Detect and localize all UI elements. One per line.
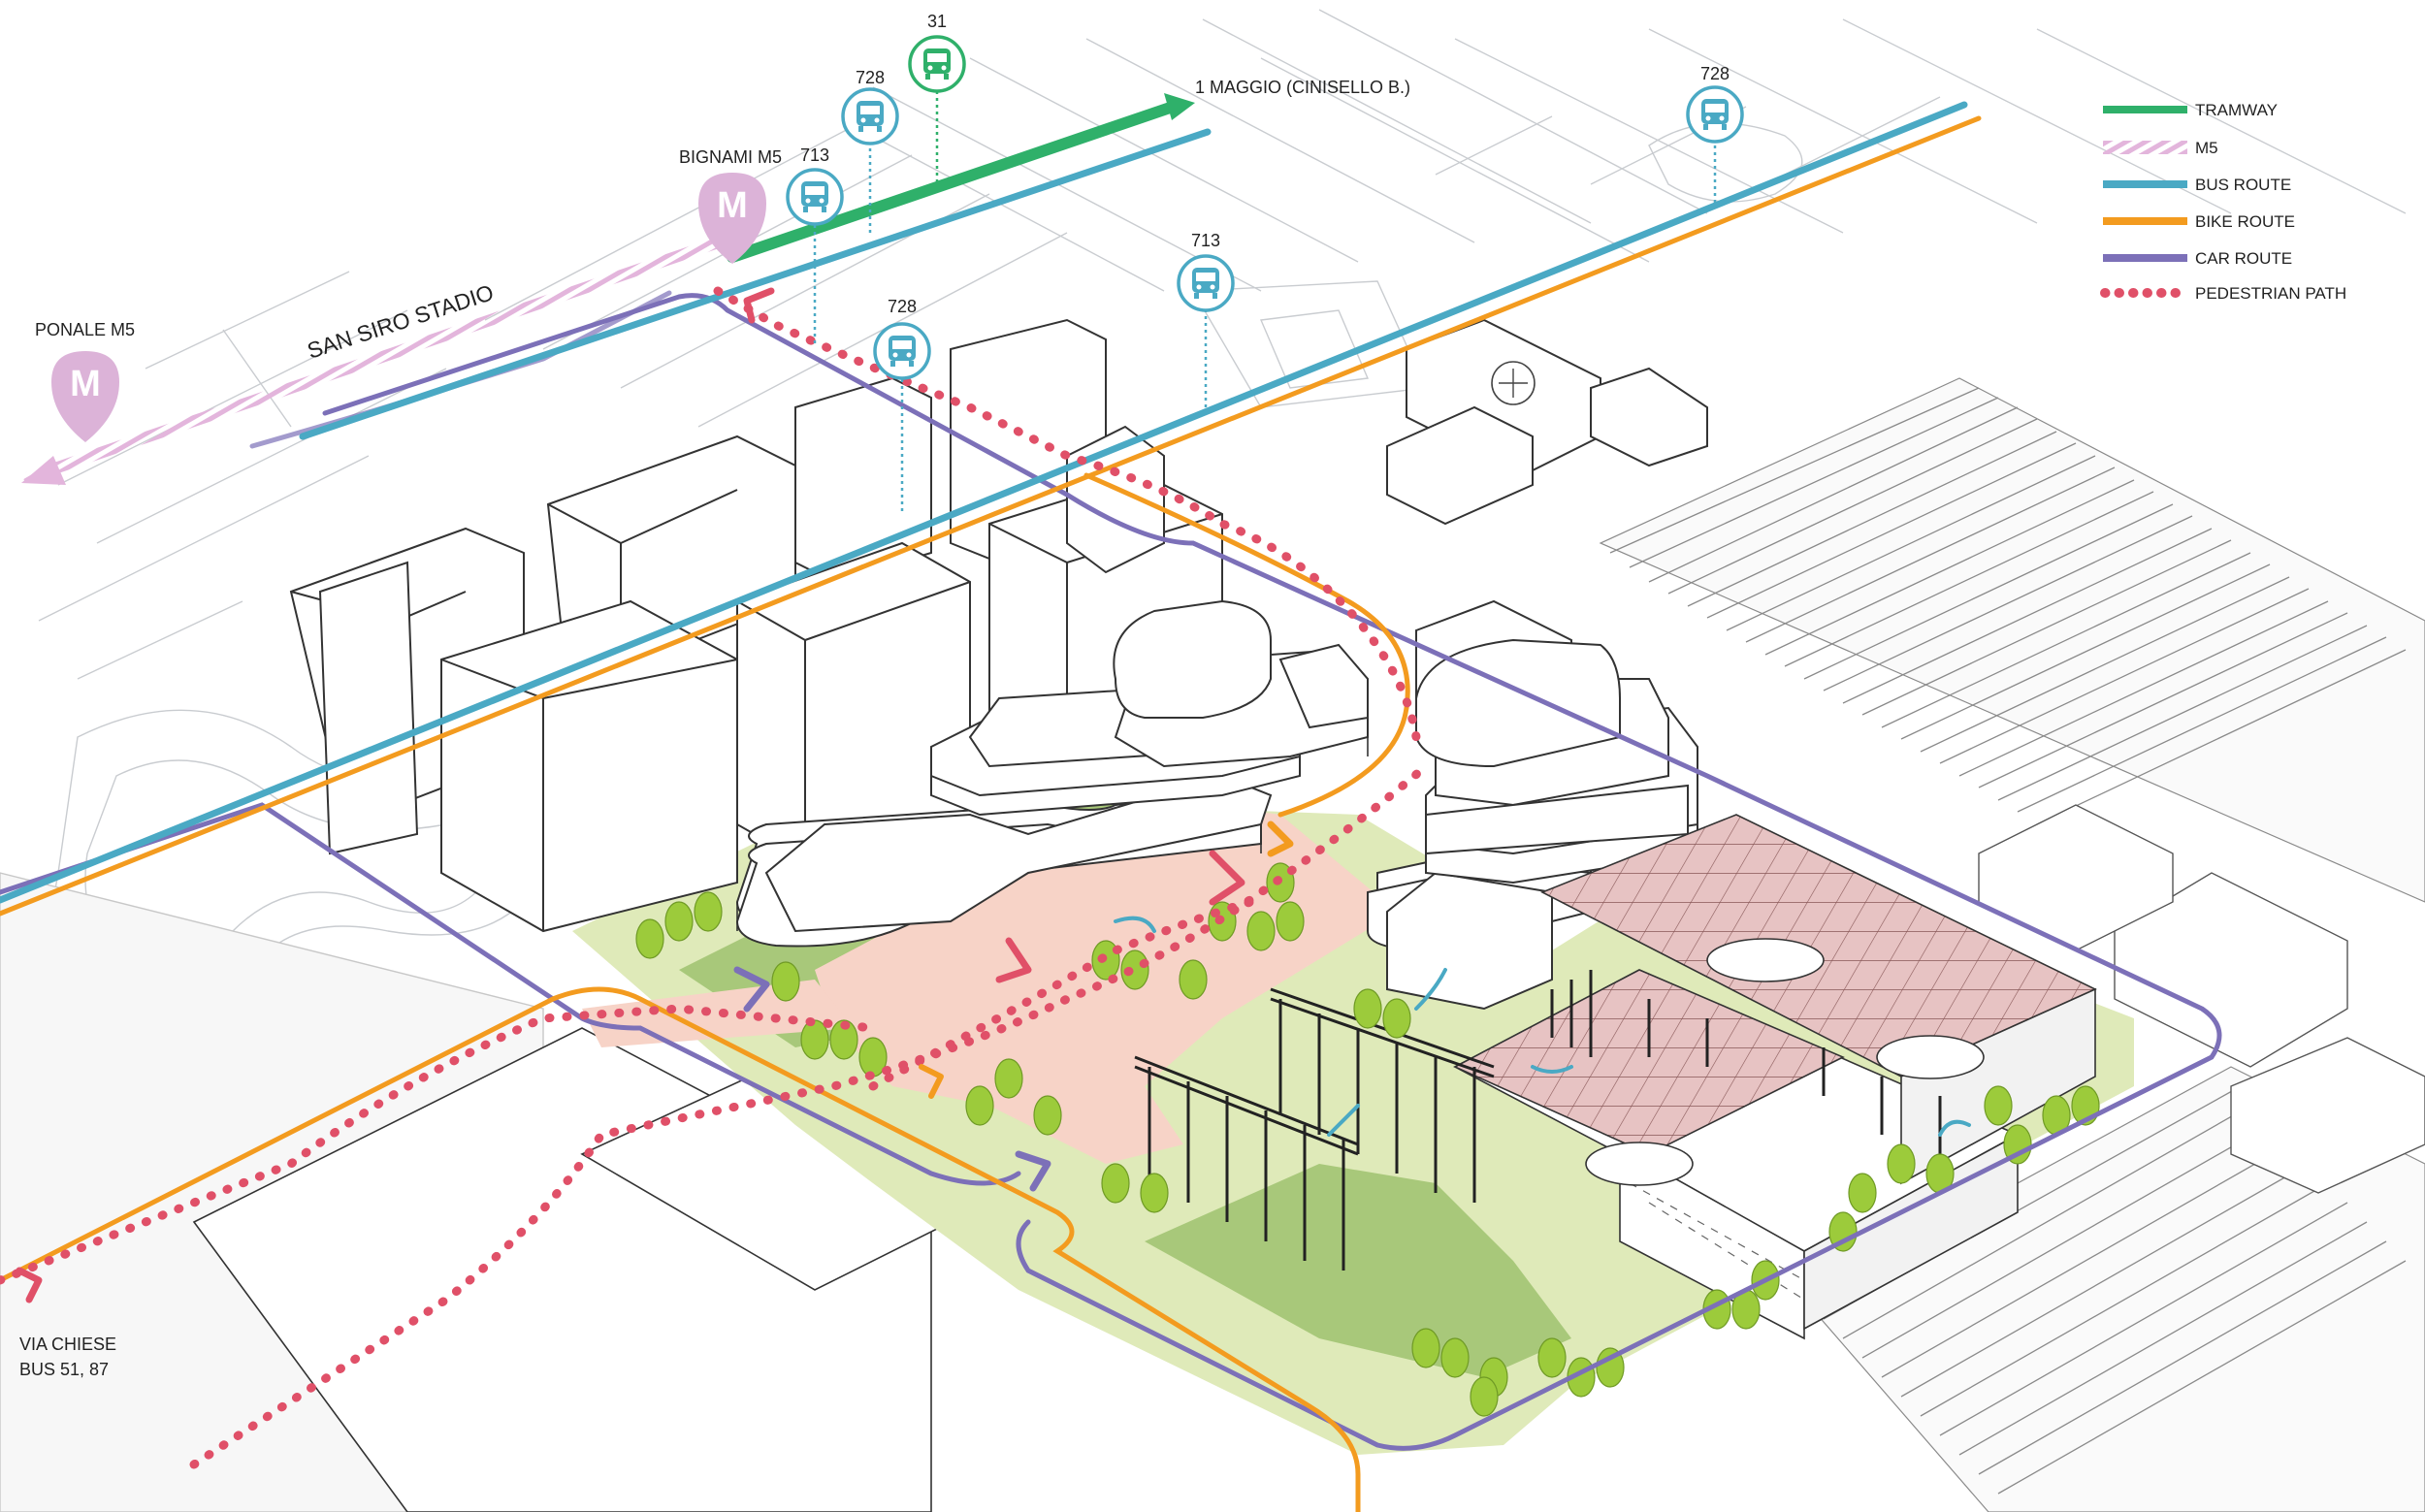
- rail-depot-sheds: [1599, 377, 2425, 1512]
- pedestrian-path-diagonal: [189, 761, 1431, 1469]
- stop-bus-728-b[interactable]: 728: [873, 297, 931, 380]
- legend-item-pedestrian-path: PEDESTRIAN PATH: [2100, 284, 2346, 303]
- legend-item-bus-route: BUS ROUTE: [2103, 176, 2291, 194]
- svg-text:713: 713: [1191, 231, 1220, 250]
- route-network: [0, 93, 2222, 1512]
- label-via-chiese: VIA CHIESE: [19, 1335, 116, 1354]
- metro-letter: M: [70, 364, 101, 404]
- label-bignami: BIGNAMI M5: [679, 147, 782, 167]
- pedestrian-path-branch: [868, 897, 1256, 1091]
- svg-text:728: 728: [1700, 64, 1730, 83]
- svg-text:BIKE ROUTE: BIKE ROUTE: [2195, 212, 2295, 231]
- car-route-north: [322, 293, 2222, 1451]
- svg-text:728: 728: [856, 68, 885, 87]
- stacked-office-complex: [735, 599, 1369, 948]
- svg-text:728: 728: [888, 297, 917, 316]
- m5-arrow: [21, 456, 66, 485]
- legend-item-m5: M5: [2103, 139, 2218, 157]
- tramway-arrow: [1164, 93, 1195, 120]
- bus-route: [299, 128, 1212, 440]
- metro-pin-bignami[interactable]: M: [698, 173, 766, 264]
- stop-bus-713-a[interactable]: 713: [786, 145, 844, 226]
- legend: TRAMWAY M5 BUS ROUTE BIKE ROUTE CAR ROUT…: [2100, 101, 2346, 303]
- bus-icon: [889, 336, 916, 367]
- legend-item-tramway: TRAMWAY: [2103, 101, 2278, 119]
- metro-letter: M: [717, 185, 748, 226]
- metro-pin-ponale[interactable]: M: [51, 351, 119, 442]
- pedestrian-path-west: [0, 1004, 878, 1285]
- label-ponale: PONALE M5: [35, 320, 135, 339]
- svg-text:31: 31: [927, 12, 947, 31]
- flow-arrows: [16, 287, 1971, 1303]
- legend-item-car-route: CAR ROUTE: [2103, 249, 2292, 268]
- legend-item-bike-route: BIKE ROUTE: [2103, 212, 2295, 231]
- svg-text:BUS ROUTE: BUS ROUTE: [2195, 176, 2291, 194]
- label-bus-51-87: BUS 51, 87: [19, 1360, 109, 1379]
- label-maggio: 1 MAGGIO (CINISELLO B.): [1195, 78, 1410, 97]
- lawn-dark-2: [1145, 1164, 1571, 1377]
- bus-icon: [801, 181, 828, 212]
- bus-icon: [1701, 99, 1729, 130]
- bike-route-loop: [1083, 472, 1410, 818]
- tram-icon: [923, 48, 951, 80]
- steel-gantries: [1134, 987, 1495, 1271]
- stop-tram-31[interactable]: 31: [908, 12, 966, 93]
- bus-route-east: [0, 101, 1968, 904]
- stacked-tower: [1367, 638, 1698, 1011]
- bike-route-east: [0, 115, 1982, 917]
- svg-text:PEDESTRIAN PATH: PEDESTRIAN PATH: [2195, 284, 2346, 303]
- m5-route: [23, 232, 738, 483]
- svg-text:M5: M5: [2195, 139, 2218, 157]
- svg-text:713: 713: [800, 145, 829, 165]
- stop-bus-713-b[interactable]: 713: [1177, 231, 1235, 312]
- ne-building-complex: [1386, 318, 1708, 526]
- bus-icon: [1192, 268, 1219, 299]
- bus-icon: [857, 101, 884, 132]
- svg-text:CAR ROUTE: CAR ROUTE: [2195, 249, 2292, 268]
- svg-text:TRAMWAY: TRAMWAY: [2195, 101, 2278, 119]
- bike-route-south: [0, 986, 1361, 1512]
- park-trees: [635, 862, 2100, 1417]
- stop-bus-728-c[interactable]: 728: [1686, 64, 1744, 144]
- tramway-route: [727, 99, 1184, 263]
- stop-bus-728-a[interactable]: 728: [841, 68, 899, 145]
